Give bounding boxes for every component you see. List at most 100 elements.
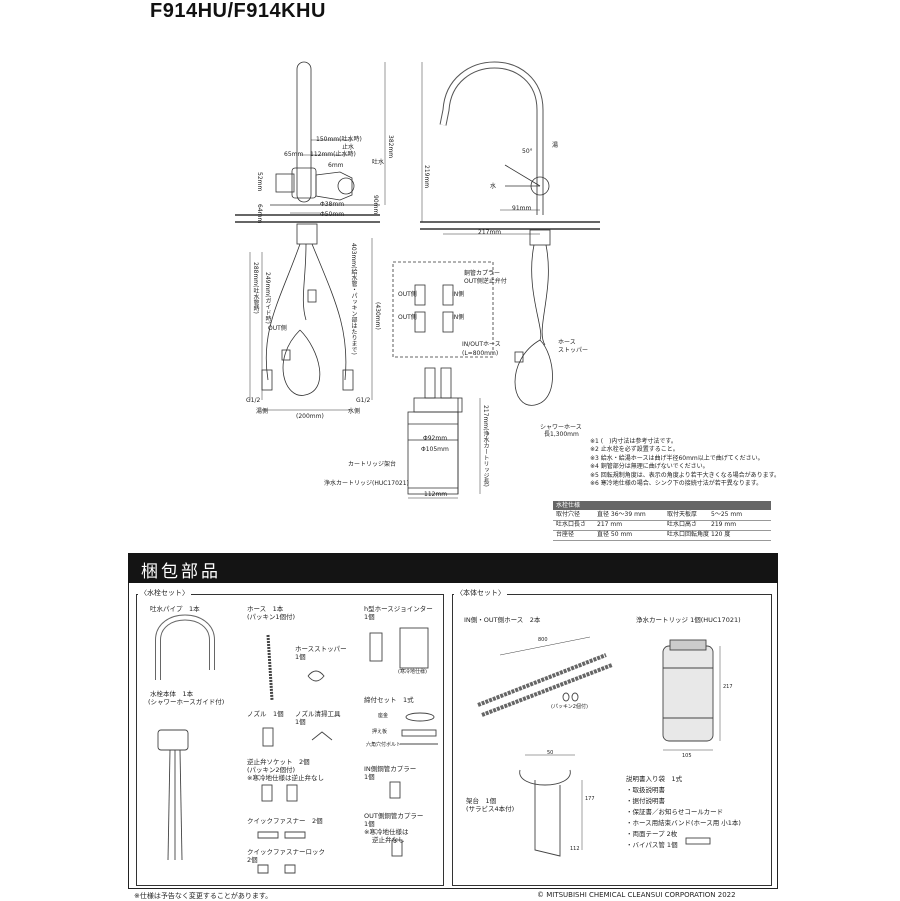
pack-in-coupler-qty: 1個 xyxy=(364,773,375,781)
dim-430: (430mm) xyxy=(374,302,381,330)
pack-out-coupler-note: ※寒冷地仕様は xyxy=(364,828,409,836)
pack-manual-item: ・バイパス管 1個 xyxy=(626,841,678,849)
in-out-hose-box xyxy=(392,261,494,358)
pack-out-coupler: OUT側銅管カプラー xyxy=(364,812,424,820)
pack-out-coupler-qty: 1個 xyxy=(364,820,375,828)
body-set-label: 〈本体セット〉 xyxy=(454,588,507,598)
shower-hose-loop-right xyxy=(514,339,553,406)
pack-h-joint-qty: 1個 xyxy=(364,613,375,621)
footer-copyright: © MITSUBISHI CHEMICAL CLEANSUI CORPORATI… xyxy=(537,891,736,899)
faucet-handle-left xyxy=(275,173,295,193)
spec-cell: 217 mm xyxy=(597,521,623,528)
spec-row-3: 台座径 直径 50 mm 吐水口回転角度 120 度 xyxy=(553,530,771,541)
dim-65: 65mm xyxy=(284,151,304,158)
note-2: ※2 止水栓を必ず設置すること。 xyxy=(590,446,679,454)
pack-washer: 座金 xyxy=(378,713,389,719)
pack-spout-pipe: 吐水パイプ 1本 xyxy=(150,605,200,613)
label-copper-coupler: 銅管カプラー xyxy=(464,270,501,277)
pack-dim-217: 217 xyxy=(723,684,733,690)
cold-fitting xyxy=(342,369,354,391)
pack-hex-bolt: 六角穴付ボルト xyxy=(366,742,402,748)
pack-manual-item: ・据付説明書 xyxy=(626,797,665,805)
dim-382: 382mm xyxy=(387,135,394,159)
spec-cell: 取付穴径 xyxy=(556,511,581,518)
pack-quick-lock-qty: 2個 xyxy=(247,856,258,864)
pack-nozzle: ノズル 1個 xyxy=(247,710,284,718)
label-in-out-hose: IN/OUTホース xyxy=(462,341,501,348)
spec-cell: 取付天板厚 xyxy=(667,511,698,518)
pack-out-coupler-note-2: 逆止弁なし xyxy=(372,836,405,844)
spec-row-2: 吐水口長さ 217 mm 吐水口高さ 219 mm xyxy=(553,520,771,531)
dim-105: Φ105mm xyxy=(421,446,449,453)
pack-manual-item: ・保証書／お知らせコールカード xyxy=(626,808,724,816)
spec-cell: 吐水口回転角度 xyxy=(667,531,710,538)
pack-hose-note: (パッキン1個付) xyxy=(247,613,296,621)
pack-check-socket-cold: ※寒冷地仕様は逆止弁なし xyxy=(247,774,324,782)
label-g12-left: G1/2 xyxy=(246,397,261,404)
body-set-box xyxy=(452,594,772,886)
note-3: ※3 給水・給湯ホースは曲げ半径60mm以上で曲げてください。 xyxy=(590,454,764,462)
pack-manual-item: ・両面テープ 2枚 xyxy=(626,830,678,838)
spec-cell: 直径 36〜39 mm xyxy=(597,511,646,518)
faucet-set-label: 〈水栓セット〉 xyxy=(138,588,191,598)
pack-manual: 説明書入り袋 1式 xyxy=(626,775,683,783)
faucet-lever-knob xyxy=(337,177,355,195)
note-5: ※5 回転規制角度は、表示の角度より若干大きくなる場合があります。 xyxy=(590,471,781,479)
pack-fixing-set: 締付セット 1式 xyxy=(364,696,414,704)
faucet-body-front xyxy=(291,167,317,199)
spec-row-1: 取付穴径 直径 36〜39 mm 取付天板厚 5〜25 mm xyxy=(553,510,771,521)
pack-dim-800: 800 xyxy=(538,637,548,643)
label-stop-water: 止水 xyxy=(342,144,355,151)
pack-nozzle-tool-qty: 1個 xyxy=(295,718,306,726)
spec-cell: 吐水口長さ xyxy=(556,521,587,528)
shower-hose-loop-left xyxy=(282,329,321,396)
dim-200: (200mm) xyxy=(296,413,324,420)
faucet-spout-side xyxy=(439,61,544,215)
notes-list: ※1 ( )内寸法は参考寸法です。 ※2 止水栓を必ず設置すること。 ※3 給水… xyxy=(590,438,780,488)
pack-dim-177: 177 xyxy=(585,796,595,802)
dim-6: 6mm xyxy=(328,162,344,169)
pack-dim-112: 112 xyxy=(570,846,580,852)
label-cartridge: 浄水カートリッジ(HUC17021) xyxy=(324,480,409,487)
label-hot: 湯 xyxy=(552,142,559,149)
pack-quick-lock: クイックファスナーロック xyxy=(247,848,325,856)
label-cold-side: 水側 xyxy=(348,408,361,415)
pack-faucet-body-note: (シャワーホースガイド付) xyxy=(148,698,225,706)
spec-heading: 水栓仕様 xyxy=(553,501,771,510)
pack-stand-note: (サラビス4本付) xyxy=(466,805,515,813)
pack-cartridge: 浄水カートリッジ 1個(HUC17021) xyxy=(636,616,741,624)
pack-in-coupler: IN側銅管カプラー xyxy=(364,765,417,773)
pack-press-plate: 押え板 xyxy=(372,729,388,735)
pack-dim-105: 105 xyxy=(682,753,692,759)
hot-hose xyxy=(265,243,301,381)
spec-cell: 219 mm xyxy=(711,521,737,528)
dim-50deg: 50° xyxy=(522,148,533,155)
spec-cell: 台座径 xyxy=(556,531,575,538)
page-title: F914HU/F914KHU xyxy=(150,0,326,22)
dim-52: 52mm xyxy=(256,172,263,192)
dim-249: 249mm(ガイド時) xyxy=(264,272,271,324)
footer-disclaimer: ※仕様は予告なく変更することがあります。 xyxy=(134,892,273,900)
pack-hose-stopper-qty: 1個 xyxy=(295,653,306,661)
dim-90: 90mm xyxy=(372,195,379,215)
label-out-check: OUT側逆止弁付 xyxy=(464,278,507,285)
label-shower-length: 長1,300mm xyxy=(544,431,579,438)
faucet-lever xyxy=(315,171,353,201)
label-out-arrow-2: OUT側 xyxy=(398,314,417,321)
spec-cell: 120 度 xyxy=(711,531,731,538)
label-cartridge-stand: カートリッジ架台 xyxy=(348,461,397,468)
label-out-side: OUT側 xyxy=(268,325,287,332)
dim-64: 64mm xyxy=(256,204,263,224)
pack-stand: 架台 1個 xyxy=(466,797,497,805)
dim-217: 217mm xyxy=(478,229,502,236)
label-hose-stopper-2: ストッパー xyxy=(558,347,589,354)
label-out-arrow: OUT側 xyxy=(398,291,417,298)
label-cold: 水 xyxy=(490,183,497,190)
pack-in-out-hoses: IN側・OUT側ホース 2本 xyxy=(464,616,541,624)
packing-title: 梱包部品 xyxy=(141,562,221,582)
dim-91: 91mm xyxy=(512,205,532,212)
dim-219: 219mm xyxy=(423,165,430,189)
dim-217b: 217mm(浄水カートリッジ長) xyxy=(482,405,489,487)
pack-dim-50: 50 xyxy=(547,750,554,756)
pack-manual-item: ・ホース用結束バンド(ホース用 小1本) xyxy=(626,819,741,827)
